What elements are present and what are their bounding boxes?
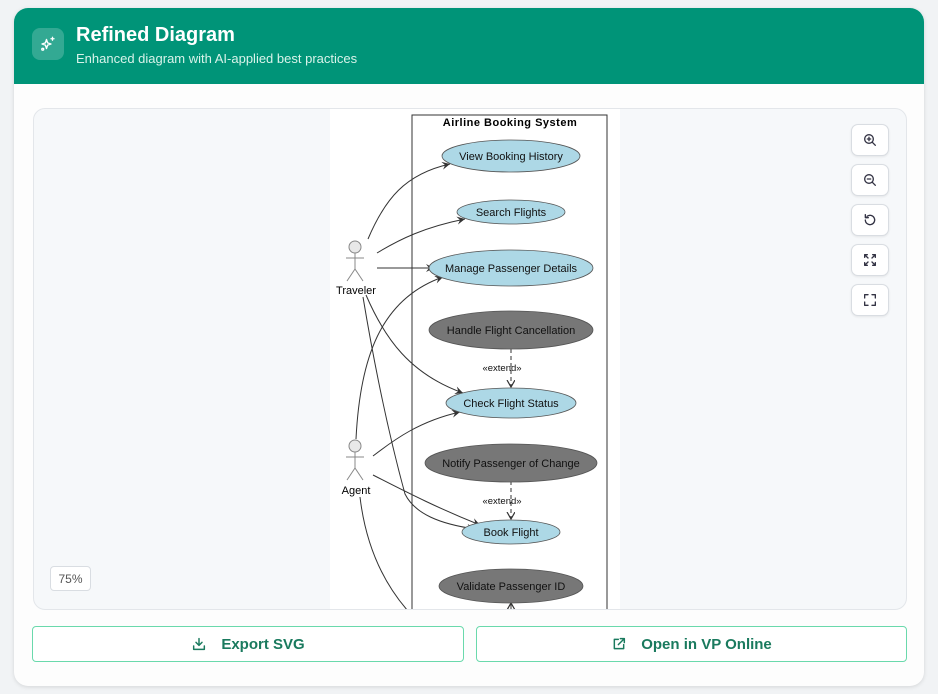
reset-icon bbox=[864, 214, 876, 226]
use-case-ellipse bbox=[428, 249, 594, 287]
assoc-agent-check-flight-status bbox=[372, 409, 461, 457]
assoc-agent-validate-passenger-id bbox=[359, 496, 407, 609]
use-case-ellipse bbox=[424, 443, 598, 483]
use-case-label: Notify Passenger of Change bbox=[442, 458, 580, 470]
use-case-label: Check Flight Status bbox=[463, 398, 559, 410]
use-case-manage-passenger-details[interactable]: Manage Passenger Details bbox=[428, 249, 594, 287]
use-case-ellipse bbox=[428, 310, 594, 350]
export-svg-label: Export SVG bbox=[221, 635, 305, 653]
fit-to-screen-icon bbox=[864, 254, 876, 266]
use-case-check-flight-status[interactable]: Check Flight Status bbox=[445, 387, 577, 419]
download-icon bbox=[193, 637, 206, 651]
open-in-vp-online-button[interactable]: Open in VP Online bbox=[476, 626, 907, 662]
assoc-traveler-check-flight-status bbox=[365, 294, 464, 395]
actor-traveler-label: Traveler bbox=[336, 285, 376, 297]
zoom-out-button[interactable] bbox=[851, 164, 889, 196]
header: Refined Diagram Enhanced diagram with AI… bbox=[14, 8, 924, 84]
open-in-vp-online-label: Open in VP Online bbox=[641, 635, 772, 653]
use-case-label: View Booking History bbox=[459, 151, 563, 163]
use-case-label: Handle Flight Cancellation bbox=[447, 325, 575, 337]
use-case-search-flights[interactable]: Search Flights bbox=[456, 199, 566, 225]
refined-diagram-card: Refined Diagram Enhanced diagram with AI… bbox=[14, 8, 924, 686]
use-case-label: Manage Passenger Details bbox=[445, 263, 578, 275]
system-name: Airline Booking System bbox=[443, 117, 577, 129]
fullscreen-button[interactable] bbox=[851, 284, 889, 316]
zoom-out-icon bbox=[864, 174, 876, 186]
assoc-traveler-search-flights bbox=[376, 216, 466, 254]
use-case-notify-passenger-of-change[interactable]: Notify Passenger of Change bbox=[424, 443, 598, 483]
use-case-label: Validate Passenger ID bbox=[457, 581, 566, 593]
assoc-agent-manage-passenger-details bbox=[355, 275, 444, 440]
header-title: Refined Diagram bbox=[76, 24, 235, 46]
fit-to-screen-button[interactable] bbox=[851, 244, 889, 276]
assoc-agent-book-flight bbox=[372, 474, 481, 526]
use-case-ellipse bbox=[438, 568, 584, 604]
use-case-diagram: Airline Booking System bbox=[336, 114, 608, 609]
export-svg-button[interactable]: Export SVG bbox=[32, 626, 464, 662]
assoc-traveler-book-flight bbox=[362, 296, 476, 532]
sparkles-icon bbox=[32, 28, 64, 60]
zoom-in-icon bbox=[864, 134, 876, 146]
use-case-ellipse bbox=[445, 387, 577, 419]
use-case-view-booking-history[interactable]: View Booking History bbox=[441, 139, 581, 173]
reset-view-button[interactable] bbox=[851, 204, 889, 236]
use-case-validate-passenger-id[interactable]: Validate Passenger ID bbox=[438, 568, 584, 604]
fullscreen-icon bbox=[864, 294, 876, 306]
extend-label: «extend» bbox=[482, 496, 521, 507]
use-case-book-flight[interactable]: Book Flight bbox=[461, 519, 561, 545]
use-case-ellipse bbox=[441, 139, 581, 173]
extend-label: «extend» bbox=[482, 363, 521, 374]
use-case-ellipse bbox=[461, 519, 561, 545]
system-boundary bbox=[411, 114, 608, 609]
diagram-viewer[interactable]: Airline Booking System bbox=[33, 108, 907, 610]
header-subtitle: Enhanced diagram with AI-applied best pr… bbox=[76, 51, 358, 66]
external-link-icon bbox=[613, 637, 626, 650]
use-case-handle-flight-cancellation[interactable]: Handle Flight Cancellation bbox=[428, 310, 594, 350]
use-case-label: Search Flights bbox=[476, 207, 547, 219]
zoom-in-button[interactable] bbox=[851, 124, 889, 156]
assoc-traveler-view-booking-history bbox=[367, 161, 451, 240]
use-case-ellipse bbox=[456, 199, 566, 225]
use-case-label: Book Flight bbox=[483, 527, 538, 539]
actor-agent-label: Agent bbox=[342, 485, 371, 497]
actor-traveler[interactable] bbox=[346, 240, 364, 282]
zoom-level-badge: 75% bbox=[50, 566, 91, 591]
diagram-canvas[interactable]: Airline Booking System bbox=[330, 109, 620, 609]
actor-agent[interactable] bbox=[346, 439, 364, 481]
